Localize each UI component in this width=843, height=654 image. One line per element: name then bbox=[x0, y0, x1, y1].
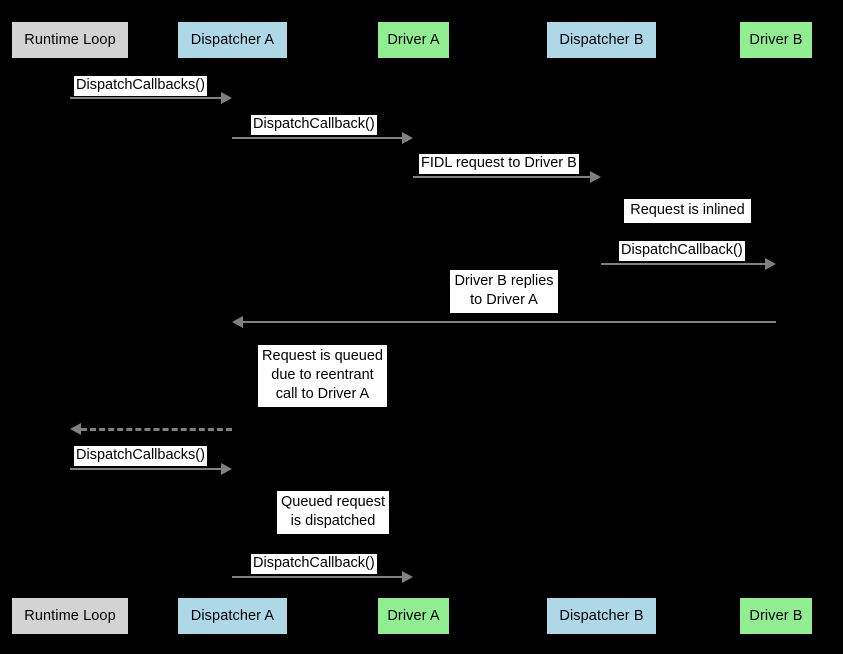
message-label-msg-fidl-request: FIDL request to Driver B bbox=[419, 154, 579, 175]
footer-participant-label: Driver B bbox=[749, 607, 803, 624]
message-line-msg-fidl-request bbox=[413, 176, 590, 178]
message-label-msg-dispatch-callback-1: DispatchCallback() bbox=[251, 115, 377, 136]
lifeline-driver-a bbox=[413, 58, 414, 598]
footer-participant-dispatcher-a[interactable]: Dispatcher A bbox=[178, 598, 287, 634]
footer-participant-label: Runtime Loop bbox=[24, 607, 116, 624]
arrowhead-msg-dispatch-callback-2 bbox=[765, 258, 776, 270]
arrowhead-msg-dispatch-callback-3 bbox=[402, 571, 413, 583]
message-line-msg-driver-b-reply bbox=[243, 321, 776, 323]
arrowhead-msg-return-to-runtime-loop bbox=[70, 423, 81, 435]
header-participant-label: Driver B bbox=[749, 31, 803, 48]
message-line-msg-return-to-runtime-loop bbox=[81, 428, 232, 431]
footer-participant-label: Dispatcher B bbox=[559, 607, 644, 624]
arrowhead-msg-dispatch-callbacks-2 bbox=[221, 463, 232, 475]
note-note-queued-dispatched: Queued request is dispatched bbox=[277, 491, 389, 535]
arrowhead-msg-dispatch-callback-1 bbox=[402, 132, 413, 144]
header-participant-label: Runtime Loop bbox=[24, 31, 116, 48]
message-label-msg-dispatch-callbacks-1: DispatchCallbacks() bbox=[74, 76, 207, 97]
footer-participant-dispatcher-b[interactable]: Dispatcher B bbox=[547, 598, 656, 634]
arrowhead-msg-dispatch-callbacks-1 bbox=[221, 92, 232, 104]
message-label-msg-dispatch-callback-2: DispatchCallback() bbox=[619, 241, 745, 262]
header-participant-label: Dispatcher A bbox=[190, 31, 275, 48]
header-participant-driver-b[interactable]: Driver B bbox=[740, 22, 812, 58]
message-line-msg-dispatch-callback-1 bbox=[232, 137, 402, 139]
message-line-msg-dispatch-callbacks-1 bbox=[70, 97, 221, 99]
note-note-request-inlined: Request is inlined bbox=[624, 199, 751, 224]
header-participant-runtime-loop[interactable]: Runtime Loop bbox=[12, 22, 128, 58]
note-note-driver-b-replies: Driver B replies to Driver A bbox=[450, 270, 558, 314]
arrowhead-msg-driver-b-reply bbox=[232, 316, 243, 328]
header-participant-label: Driver A bbox=[387, 31, 440, 48]
message-line-msg-dispatch-callbacks-2 bbox=[70, 468, 221, 470]
lifeline-dispatcher-b bbox=[601, 58, 602, 598]
message-label-msg-dispatch-callback-3: DispatchCallback() bbox=[251, 554, 377, 575]
note-note-request-queued: Request is queued due to reentrant call … bbox=[258, 345, 387, 408]
header-participant-dispatcher-a[interactable]: Dispatcher A bbox=[178, 22, 287, 58]
arrowhead-msg-fidl-request bbox=[590, 171, 601, 183]
footer-participant-label: Dispatcher A bbox=[190, 607, 275, 624]
header-participant-driver-a[interactable]: Driver A bbox=[378, 22, 449, 58]
message-line-msg-dispatch-callback-2 bbox=[601, 263, 765, 265]
footer-participant-driver-b[interactable]: Driver B bbox=[740, 598, 812, 634]
lifeline-dispatcher-a bbox=[232, 58, 233, 598]
message-label-msg-dispatch-callbacks-2: DispatchCallbacks() bbox=[74, 446, 207, 467]
lifeline-runtime-loop bbox=[70, 58, 71, 598]
footer-participant-runtime-loop[interactable]: Runtime Loop bbox=[12, 598, 128, 634]
message-line-msg-dispatch-callback-3 bbox=[232, 576, 402, 578]
footer-participant-label: Driver A bbox=[387, 607, 440, 624]
header-participant-label: Dispatcher B bbox=[559, 31, 644, 48]
header-participant-dispatcher-b[interactable]: Dispatcher B bbox=[547, 22, 656, 58]
lifeline-driver-b bbox=[776, 58, 777, 598]
footer-participant-driver-a[interactable]: Driver A bbox=[378, 598, 449, 634]
